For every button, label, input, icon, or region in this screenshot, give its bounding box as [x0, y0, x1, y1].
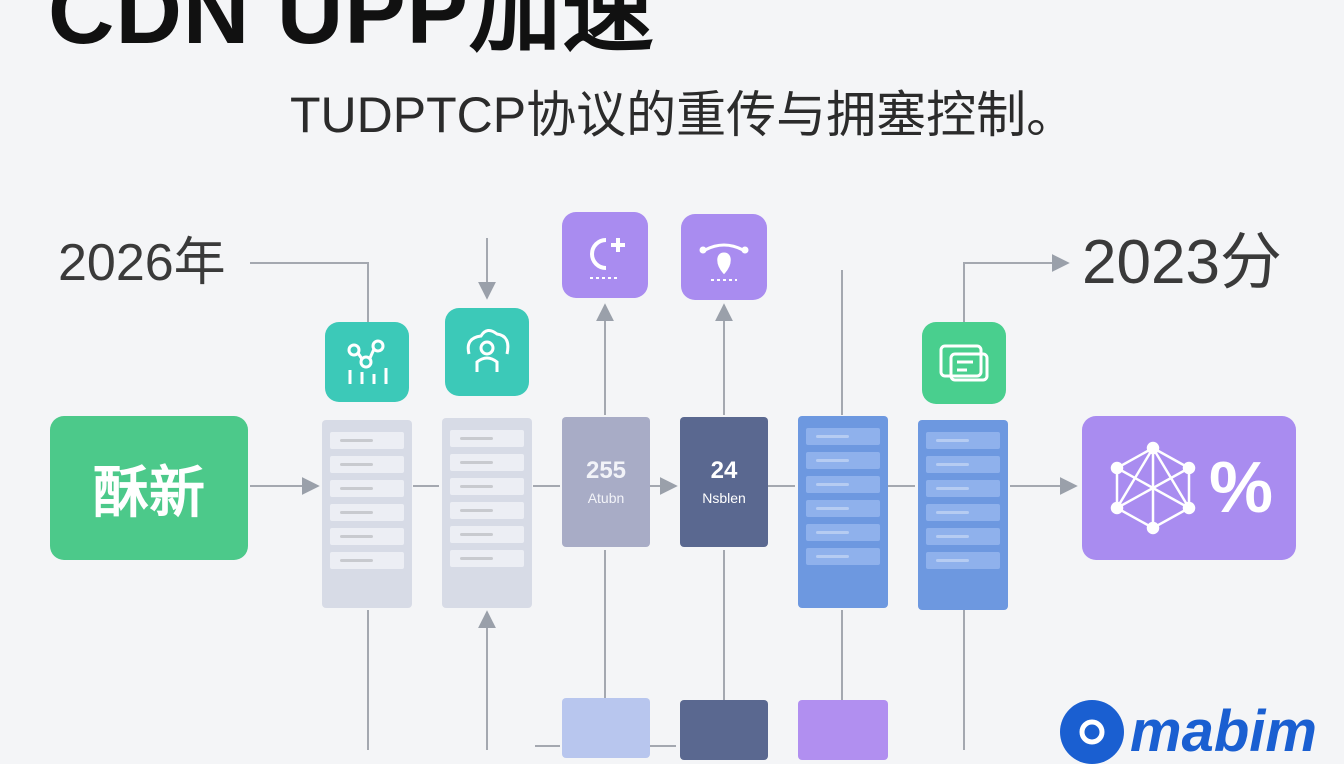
logo-text: mabim [1130, 699, 1317, 764]
left-year-label: 2026年 [58, 234, 226, 292]
percent-symbol: % [1208, 448, 1274, 528]
node-card-2-number: 24 [710, 457, 738, 485]
node-card-2: 24 Nsblen [680, 417, 768, 547]
node-card-2-label: Nsblen [702, 489, 746, 506]
page-subtitle: TUDPTCP协议的重传与拥塞控制。 [290, 87, 1077, 143]
bottom-block-2 [680, 700, 768, 760]
network-nodes-icon [325, 322, 409, 402]
result-block: % [1082, 416, 1296, 560]
server-rack-1 [322, 420, 412, 608]
source-block: 酥新 [50, 416, 248, 560]
bottom-block-1 [562, 698, 650, 758]
right-value-label: 2023分 [1082, 228, 1282, 297]
person-cloud-icon [445, 308, 529, 396]
node-card-1-number: 255 [585, 457, 627, 485]
value-connector [963, 254, 1070, 322]
brand-logo: mabim [1060, 700, 1317, 764]
server-rack-3 [798, 416, 888, 608]
page-title: CDN UPP加速 [48, 0, 656, 63]
source-block-label: 酥新 [93, 460, 205, 524]
bottom-block-3 [798, 700, 888, 760]
c-plus-icon [562, 212, 648, 298]
logo-mark-icon [1060, 700, 1124, 764]
node-card-1: 255 Atubn [562, 417, 650, 547]
location-pin-icon [681, 214, 767, 300]
id-card-icon [922, 322, 1006, 404]
year-connector [250, 262, 369, 322]
server-rack-4 [918, 420, 1008, 610]
node-card-1-label: Atubn [587, 489, 625, 506]
server-rack-2 [442, 418, 532, 608]
network-graph-icon [1110, 441, 1196, 535]
